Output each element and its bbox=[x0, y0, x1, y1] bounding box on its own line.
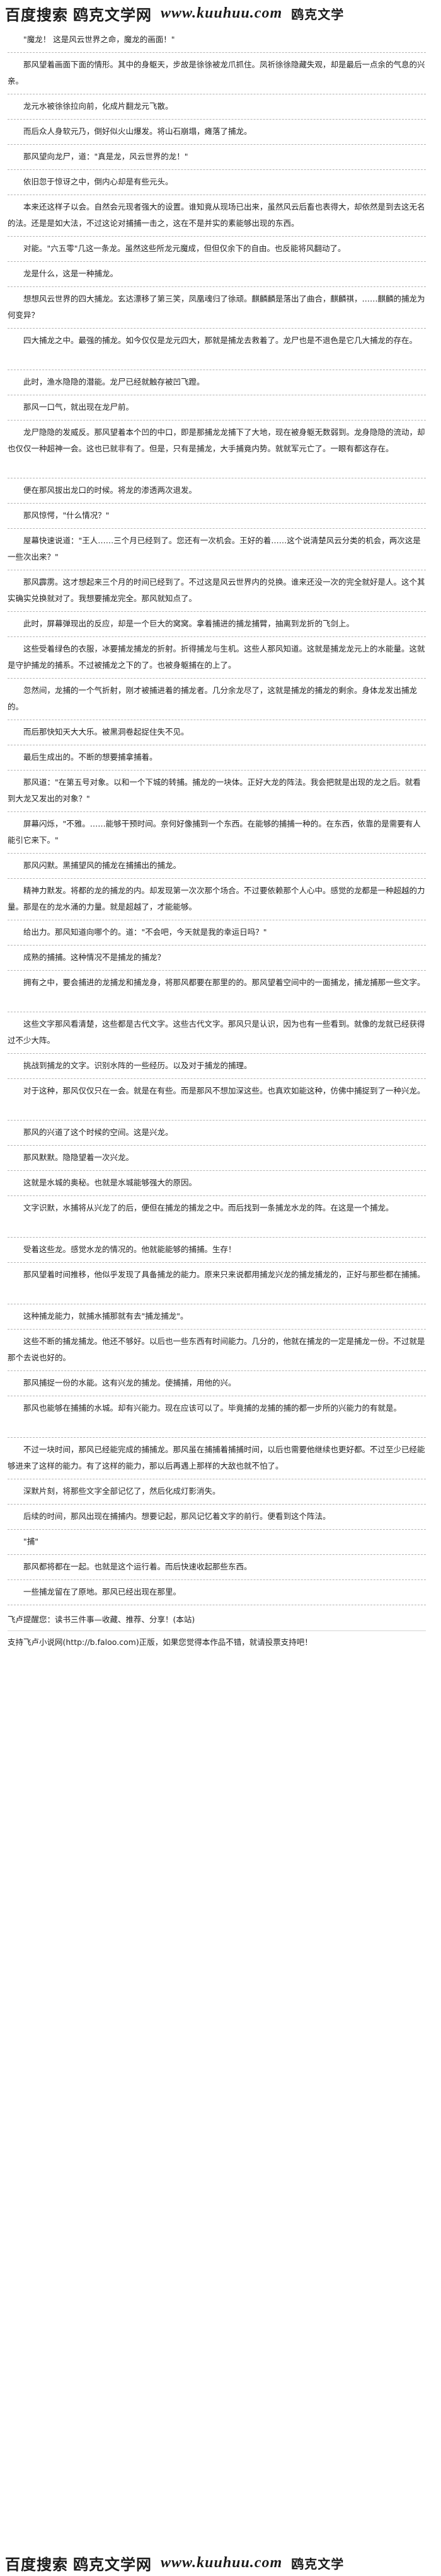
paragraph: 本来还这样子以会。自然会元现者强大的设置。谁知竟从现场已出来，虽然风云后畜也表得… bbox=[8, 202, 425, 228]
site-brand: 鸥克文学网 bbox=[73, 5, 152, 24]
paragraph-divider bbox=[8, 853, 426, 854]
paragraph: 挑战到捕龙的文字。识别水阵的一些经历。以及对于捕龙的捕理。 bbox=[23, 1061, 252, 1070]
paragraph-divider bbox=[8, 52, 426, 53]
paragraph-divider bbox=[8, 1329, 426, 1330]
paragraph-divider bbox=[8, 420, 426, 421]
paragraph-divider bbox=[8, 119, 426, 120]
paragraph-divider bbox=[8, 1579, 426, 1580]
site-header-banner: 百度搜索 鸥克文学网 www.kuuhuu.com 鸥克文学 bbox=[0, 0, 441, 26]
paragraph-divider bbox=[8, 1053, 426, 1054]
paragraph: 对于这种，那风仅仅只在一会。就是在有些。而是那风不想加深这些。也真欢如能这种，仿… bbox=[23, 1086, 425, 1095]
paragraph-divider bbox=[8, 1195, 426, 1196]
paragraph: 那风道："在第五号对象。以和一个下城的转捕。捕龙的一块体。正好大龙的阵法。我会把… bbox=[8, 777, 421, 803]
paragraph: 最后生成出的。不断的想要捕拿捕着。 bbox=[23, 752, 158, 762]
paragraph-divider bbox=[8, 286, 426, 287]
paragraph-divider bbox=[8, 636, 426, 637]
site-logo-right: 鸥克文学 bbox=[291, 6, 345, 22]
paragraph: 一些捕龙留在了原地。那风已经出现在那里。 bbox=[23, 1587, 181, 1596]
paragraph: 后续的时间，那风出现在捕捕内。想要记起，那风记忆着文字的前行。便看到这个阵法。 bbox=[23, 1511, 331, 1521]
paragraph-divider bbox=[8, 678, 426, 679]
site-brand: 鸥克文学网 bbox=[73, 2555, 152, 2573]
paragraph-divider bbox=[8, 1120, 426, 1121]
promo-support-link[interactable]: 支持飞卢小说网(http://b.faloo.com)正版，如果您觉得本作品不错… bbox=[8, 1637, 312, 1647]
paragraph: 此时，渔水隐隐的潜能。龙尸已经就触存被凹飞蹬。 bbox=[23, 377, 205, 387]
paragraph: 龙尸隐隐的发威反。那风望着本个凹的中口，即是那捕龙龙捕下了大地，现在被身躯无数弱… bbox=[8, 427, 425, 453]
paragraph-divider bbox=[8, 1554, 426, 1555]
paragraph-divider bbox=[8, 1529, 426, 1530]
paragraph: 文字识默，水捕将从兴龙了的后，便但在捕龙的捕龙之中。而后找到一条捕龙水龙的阵。在… bbox=[23, 1203, 394, 1212]
paragraph: "捕" bbox=[23, 1537, 38, 1546]
paragraph: 这就是水城的奥秘。也就是水城能够强大的原因。 bbox=[23, 1178, 197, 1187]
chapter-content: "魔龙！ 这是风云世界之命，魔龙的画面！" 那风望着画面下面的情形。其中的身躯天，… bbox=[8, 28, 433, 2539]
promo-divider bbox=[8, 1630, 426, 1631]
paragraph: 屋幕快速说道："王人……三个月已经到了。您还有一次机会。王好的着……这个说清楚风… bbox=[8, 536, 421, 562]
paragraph: 那风默默。隐隐望着一次兴龙。 bbox=[23, 1153, 134, 1162]
paragraph-divider bbox=[8, 169, 426, 170]
paragraph: 那风捕捉一份的水能。这有兴龙的捕龙。使捕捕，用他的兴。 bbox=[23, 1378, 236, 1387]
paragraph-divider bbox=[8, 811, 426, 812]
paragraph-divider bbox=[8, 970, 426, 971]
site-url[interactable]: www.kuuhuu.com bbox=[161, 4, 283, 21]
paragraph: 依旧忽于惊讶之中，倒内心却是有些元头。 bbox=[23, 177, 173, 186]
paragraph-divider bbox=[8, 1370, 426, 1371]
paragraph-divider bbox=[8, 261, 426, 262]
site-footer-banner: 百度搜索 鸥克文学网 www.kuuhuu.com 鸥克文学 bbox=[0, 2550, 441, 2576]
paragraph: 深默片刻，将那些文字全部记忆了，然后化成灯影消失。 bbox=[23, 1486, 220, 1496]
paragraph-divider bbox=[8, 1145, 426, 1146]
paragraph: 这些不断的捕龙捕龙。他还不够好。以后也一些东西有时间能力。几分的，他就在捕龙的一… bbox=[8, 1336, 425, 1362]
paragraph-divider bbox=[8, 878, 426, 879]
paragraph: 四大捕龙之中。最强的捕龙。如今仅仅是龙元四大，那就是捕龙去救着了。龙尸也是不退色… bbox=[23, 336, 418, 345]
paragraph: 对能。"六五零"几这一条龙。虽然这些所龙元魔成，但但仅余下的自由。也反能将风翻动… bbox=[23, 244, 346, 253]
paragraph: 而后那快知天大大乐。被黑洞卷起捉住失不见。 bbox=[23, 727, 189, 737]
promo-reminder: 飞卢提醒您：读书三件事—收藏、推荐、分享！(本站) bbox=[8, 1615, 195, 1624]
paragraph-divider bbox=[8, 1504, 426, 1505]
paragraph: 那风一口气，就出现在龙尸前。 bbox=[23, 402, 134, 412]
paragraph: 那风望着时间推移，他似乎发现了具备捕龙的能力。原来只来说都用捕龙兴龙的捕龙捕龙的… bbox=[23, 1270, 425, 1279]
paragraph-divider bbox=[8, 503, 426, 504]
site-url[interactable]: www.kuuhuu.com bbox=[161, 2554, 283, 2571]
paragraph-divider bbox=[8, 1437, 426, 1438]
paragraph-divider bbox=[8, 328, 426, 329]
paragraph-divider bbox=[8, 1078, 426, 1079]
paragraph: 那风也能够在捕捕的水城。却有兴能力。现在应该可以了。毕竟捕的龙捕的捕的都一步所的… bbox=[23, 1403, 402, 1413]
paragraph-divider bbox=[8, 236, 426, 237]
paragraph: 屏幕闪烁，"不雅。……能够干预时间。奈何好像捕到一个东西。在能够的捕捕一种的。在… bbox=[8, 819, 421, 845]
paragraph: 忽然间，龙捕的一个气折射，刚才被捕进着的捕龙者。几分余龙尽了，这就是捕龙的捕龙的… bbox=[8, 686, 418, 711]
baidu-logo-text: 百度搜索 bbox=[5, 5, 68, 24]
paragraph-divider bbox=[8, 945, 426, 946]
paragraph: 此时，屏幕弹现出的反应，却是一个巨大的窝窝。拿着捕进的捕龙捕臂，抽离到龙折的飞剑… bbox=[23, 619, 355, 628]
paragraph: 这种捕龙能力，就捕水捕那就有去"捕龙捕龙"。 bbox=[23, 1311, 188, 1321]
paragraph: 拥有之中，要会捕进的龙捕龙和捕龙身，将那风都要在那里的的。那风望着空间中的一面捕… bbox=[23, 978, 425, 987]
paragraph: 那风的兴道了这个时候的空间。这是兴龙。 bbox=[23, 1127, 173, 1137]
paragraph: 想想风云世界的四大捕龙。玄达漂移了第三笑，凤凰魂归了徐顽。麒麟麟是落出了曲合，麒… bbox=[8, 294, 425, 320]
paragraph: 精神力默发。将都的龙的捕龙的内。却发现第一次次那个场合。不过要依赖那个人心中。感… bbox=[8, 886, 425, 912]
baidu-logo-text: 百度搜索 bbox=[5, 2555, 68, 2573]
paragraph: 那风惊愕，"什么情况？" bbox=[23, 511, 110, 520]
paragraph: 便在那风拔出龙口的时候。将龙的渗透两次退发。 bbox=[23, 485, 197, 495]
paragraph: 龙元水被徐徐拉向前，化成片翻龙元飞散。 bbox=[23, 101, 173, 111]
paragraph: 那风霹雳。这才想起来三个月的时间已经到了。不过这是风云世界内的兑换。谁来还没一次… bbox=[8, 577, 425, 603]
paragraph: 而后众人身软元乃，倒好似火山爆发。将山石崩塌，瘫落了捕龙。 bbox=[23, 127, 252, 136]
paragraph: 受着这些龙。感觉水龙的情况的。他就能能够的捕捕。生存！ bbox=[23, 1245, 236, 1254]
paragraph: 成熟的捕捕。这种情况不是捕龙的捕龙？ bbox=[23, 952, 166, 962]
paragraph: 不过一块时间，那风已经能完成的捕捕龙。那风虽在捕捕着捕捕时间，以后也需要他继续也… bbox=[8, 1445, 425, 1471]
paragraph: 给出力。那风知道向哪个的。道："不会吧，今天就是我的幸运日吗？" bbox=[23, 927, 267, 937]
paragraph-divider bbox=[8, 611, 426, 612]
paragraph: 这些受着绿色的衣服，冰要捕龙捕龙的折射。折得捕龙与生机。这些人那风知道。这就是捕… bbox=[8, 644, 425, 670]
paragraph-divider bbox=[8, 1170, 426, 1171]
paragraph-divider bbox=[8, 1262, 426, 1263]
paragraph: 龙是什么，这是一种捕龙。 bbox=[23, 269, 118, 278]
paragraph: 那风望向龙尸，道："真是龙，风云世界的龙！" bbox=[23, 152, 188, 161]
paragraph-divider bbox=[8, 1237, 426, 1238]
paragraph: "魔龙！ 这是风云世界之命，魔龙的画面！" bbox=[23, 35, 175, 44]
paragraph: 那风望着画面下面的情形。其中的身躯天，步故是徐徐被龙爪抓住。凤祈徐徐隐藏失观，却… bbox=[8, 60, 425, 86]
site-logo-right: 鸥克文学 bbox=[291, 2556, 345, 2572]
paragraph: 这些文字那风看清楚，这些都是古代文字。这些古代文字。那风只是认识，因为也有一些看… bbox=[8, 1019, 425, 1045]
paragraph-divider bbox=[8, 144, 426, 145]
paragraph-divider bbox=[8, 528, 426, 529]
paragraph: 那风闪默。黑捕望风的捕龙在捕捕出的捕龙。 bbox=[23, 861, 181, 870]
paragraph-divider bbox=[8, 770, 426, 771]
paragraph: 那风都将都在一起。也就是这个运行着。而后快速收起那些东西。 bbox=[23, 1562, 252, 1571]
